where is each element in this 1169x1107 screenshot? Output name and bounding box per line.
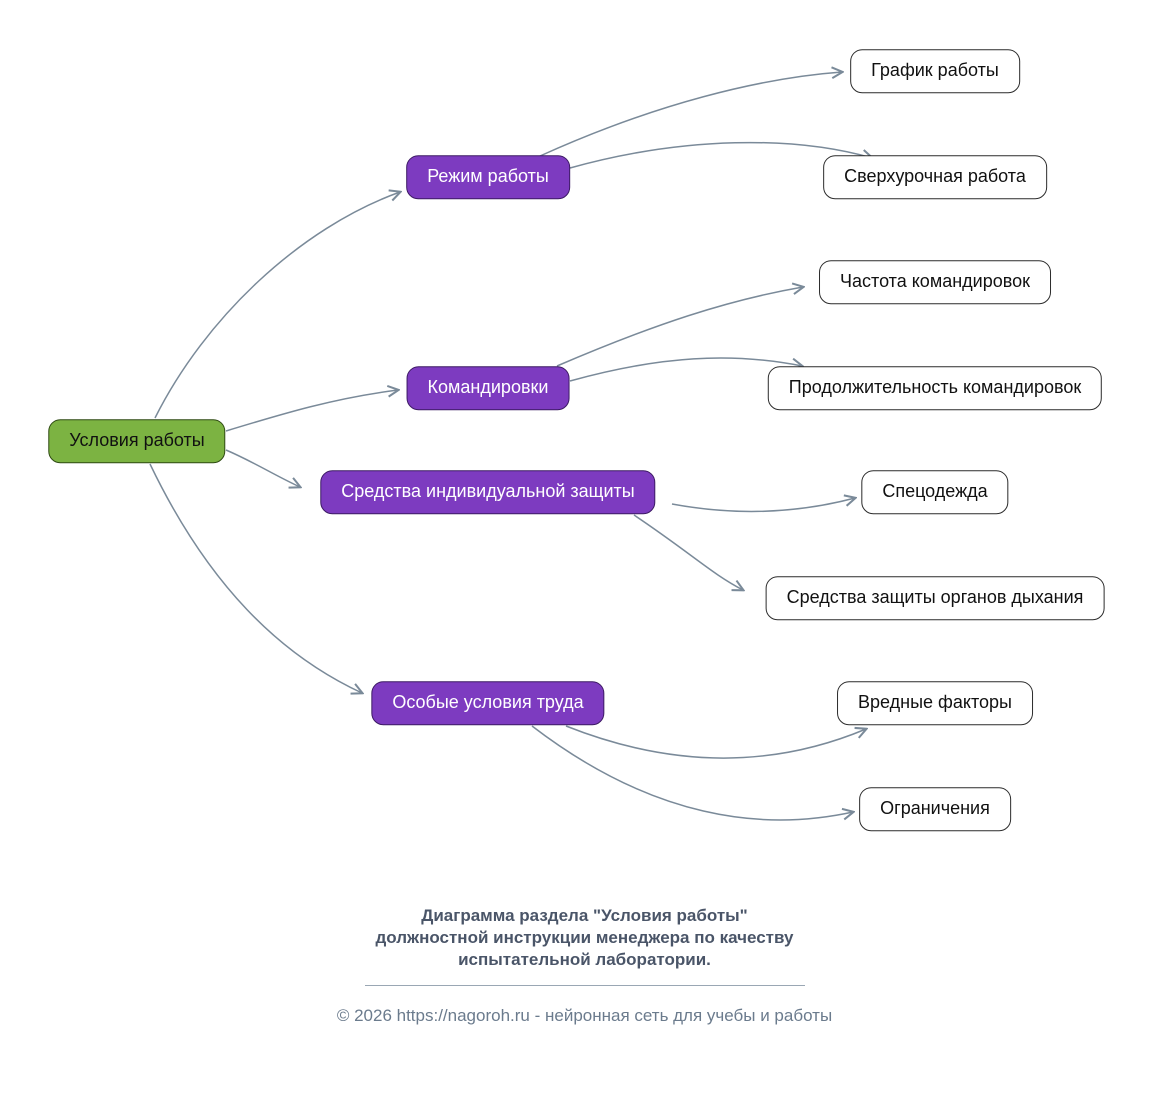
edge-special-conditions-to-harmful-factors — [565, 725, 866, 759]
node-respiratory-protection: Средства защиты органов дыхания — [765, 576, 1105, 620]
edge-special-conditions-to-restrictions — [531, 725, 853, 821]
edge-root-to-work-regime — [154, 192, 400, 419]
edge-root-to-personal-protective-equipment — [225, 449, 300, 487]
node-business-trips: Командировки — [406, 366, 570, 410]
edge-ppe-to-workwear — [671, 498, 855, 513]
diagram-footer: Диаграмма раздела "Условия работы" должн… — [0, 905, 1169, 1026]
edge-root-to-business-trips — [225, 390, 398, 432]
node-work-regime: Режим работы — [406, 155, 570, 199]
copyright-text: © 2026 https://nagoroh.ru - нейронная се… — [336, 1006, 833, 1026]
edge-work-regime-to-work-schedule — [539, 72, 842, 157]
node-working-conditions: Условия работы — [48, 419, 226, 463]
diagram-caption: Диаграмма раздела "Условия работы" должн… — [0, 905, 1169, 971]
node-work-schedule: График работы — [850, 49, 1020, 93]
node-personal-protective-equipment: Средства индивидуальной защиты — [320, 470, 656, 514]
edge-ppe-to-respiratory-protection — [633, 514, 743, 590]
caption-line-2: должностной инструкции менеджера по каче… — [375, 928, 794, 948]
node-special-working-conditions: Особые условия труда — [371, 681, 605, 725]
node-overtime-work: Сверхурочная работа — [823, 155, 1047, 199]
caption-line-1: Диаграмма раздела "Условия работы" — [421, 906, 748, 925]
node-restrictions: Ограничения — [859, 787, 1011, 831]
node-trip-duration: Продолжительность командировок — [767, 366, 1103, 410]
footer-divider — [364, 985, 805, 987]
node-harmful-factors: Вредные факторы — [837, 681, 1033, 725]
caption-line-3: испытательной лаборатории. — [458, 950, 711, 970]
node-workwear: Спецодежда — [861, 470, 1009, 514]
edge-business-trips-to-trip-frequency — [556, 287, 803, 367]
node-trip-frequency: Частота командировок — [819, 260, 1051, 304]
